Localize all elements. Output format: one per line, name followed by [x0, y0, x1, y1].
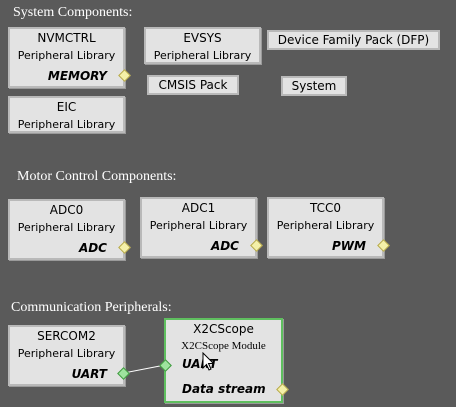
- component-subtitle: Peripheral Library: [17, 49, 116, 62]
- component-eic[interactable]: EIC Peripheral Library: [8, 96, 125, 133]
- component-x2cscope[interactable]: X2CScope X2CScope Module UART Data strea…: [164, 318, 283, 403]
- component-subtitle: Peripheral Library: [17, 118, 116, 131]
- system-button[interactable]: System: [281, 76, 347, 96]
- component-name: EIC: [56, 100, 77, 114]
- component-name: X2CScope: [193, 322, 254, 336]
- component-tcc0[interactable]: TCC0 Peripheral Library PWM: [267, 197, 384, 258]
- device-family-pack-button[interactable]: Device Family Pack (DFP): [267, 30, 440, 50]
- capability-label: Data stream: [182, 382, 266, 396]
- component-nvmctrl[interactable]: NVMCTRL Peripheral Library MEMORY: [8, 27, 125, 88]
- component-evsys[interactable]: EVSYS Peripheral Library: [144, 27, 261, 64]
- component-name: SERCOM2: [37, 329, 96, 343]
- group-title-motor-control-components: Motor Control Components:: [17, 169, 177, 184]
- capability-label: ADC: [78, 241, 107, 255]
- component-subtitle: Peripheral Library: [276, 219, 375, 232]
- component-name: ADC0: [49, 203, 84, 217]
- capability-label: PWM: [332, 239, 366, 253]
- component-sercom2[interactable]: SERCOM2 Peripheral Library UART: [8, 325, 125, 386]
- component-name: ADC1: [181, 201, 216, 215]
- component-subtitle: Peripheral Library: [17, 221, 116, 234]
- capability-label: UART: [71, 367, 107, 381]
- group-title-system-components: System Components:: [13, 5, 133, 20]
- component-name: TCC0: [309, 201, 342, 215]
- component-adc1[interactable]: ADC1 Peripheral Library ADC: [140, 197, 257, 258]
- component-subtitle: Peripheral Library: [149, 219, 248, 232]
- mouse-cursor-icon: [202, 352, 215, 371]
- component-name: EVSYS: [183, 31, 222, 45]
- component-subtitle: X2CScope Module: [181, 340, 266, 352]
- capability-label: MEMORY: [47, 69, 107, 83]
- component-name: NVMCTRL: [37, 31, 96, 45]
- cmsis-pack-button[interactable]: CMSIS Pack: [147, 75, 239, 95]
- component-subtitle: Peripheral Library: [153, 49, 252, 62]
- group-title-communication-peripherals: Communication Peripherals:: [11, 300, 172, 315]
- component-subtitle: Peripheral Library: [17, 347, 116, 360]
- component-adc0[interactable]: ADC0 Peripheral Library ADC: [8, 199, 125, 260]
- capability-label: ADC: [210, 239, 239, 253]
